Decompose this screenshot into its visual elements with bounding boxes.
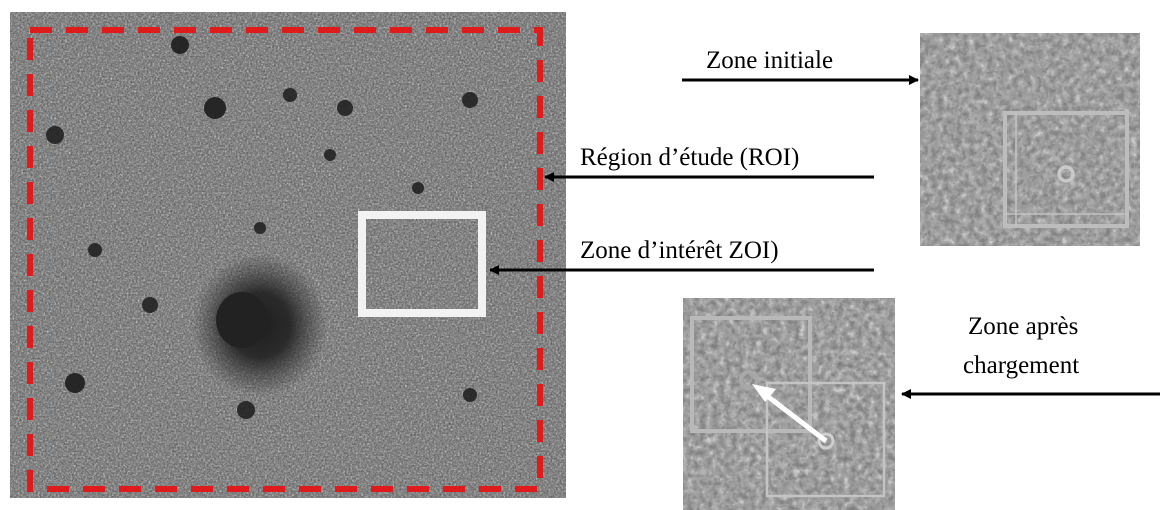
displaced-point-marker — [817, 432, 835, 450]
initial-subset-frame-after — [690, 316, 812, 433]
loaded-zone-image — [683, 298, 895, 510]
label-roi: Région d’étude (ROI) — [580, 144, 799, 171]
label-zoi: Zone d’intérêt ZOI) — [580, 237, 779, 264]
zoi-square — [358, 211, 486, 317]
displaced-subset-frame — [765, 381, 886, 498]
label-zone-apres-1: Zone après — [968, 313, 1078, 340]
label-zone-initiale: Zone initiale — [706, 47, 833, 74]
initial-point-marker-after — [739, 370, 759, 390]
roi-border — [27, 27, 543, 492]
specimen-image — [10, 12, 566, 498]
initial-subset-frame — [1003, 111, 1129, 228]
initial-point-marker — [1057, 165, 1075, 183]
displacement-arrow — [760, 390, 828, 443]
initial-zone-image — [920, 33, 1140, 246]
label-zone-apres-2: chargement — [963, 352, 1079, 379]
